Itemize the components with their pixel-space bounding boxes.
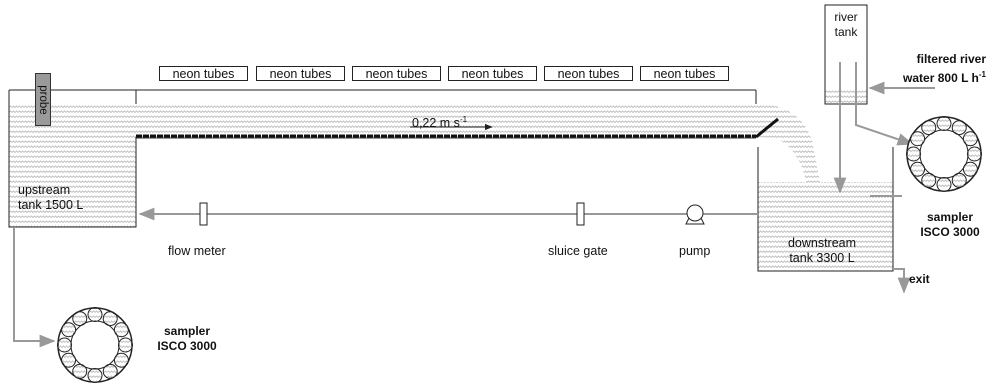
flume-water	[136, 104, 756, 137]
sampler-right-bottle	[910, 161, 926, 177]
pump-label: pump	[679, 244, 711, 258]
probe: probe	[35, 73, 51, 126]
river-line2: tank	[834, 25, 858, 39]
sampler-right-bottle	[906, 146, 921, 162]
neon-tube-1: neon tubes	[159, 66, 248, 81]
river-tank-outline	[824, 4, 868, 105]
sluice-gate-label: sluice gate	[548, 244, 608, 258]
neon-tube-5: neon tubes	[544, 66, 633, 81]
exit-label: exit	[909, 272, 930, 286]
upstream-to-sampler	[13, 227, 56, 348]
sampler-left-bottle	[87, 307, 103, 322]
sampler-left-label: sampler ISCO 3000	[147, 324, 227, 354]
sampler-right-bottle	[936, 177, 952, 192]
sampler-left-bottle	[72, 311, 88, 327]
sampler-right-bottle	[921, 120, 937, 136]
velocity-exp: -1	[459, 115, 468, 124]
sampler-left-bottle	[118, 337, 133, 353]
neon-tube-3: neon tubes	[352, 66, 441, 81]
sampler-left-line2: ISCO 3000	[157, 339, 217, 353]
outflow-stream	[756, 104, 820, 182]
sampler-left-bottle	[87, 368, 103, 383]
downstream-tank-label: downstream tank 3300 L	[772, 236, 872, 266]
upstream-tank-outline	[8, 90, 137, 228]
velocity-value: 0,22 m s	[412, 116, 460, 131]
sampler-left-bottle	[102, 311, 118, 327]
sampler-left-bottle	[113, 322, 129, 338]
filtered-line2-wrap: water 800 L h-1	[874, 67, 986, 86]
sampler-right-bottle	[967, 146, 982, 162]
sampler-right-line1: sampler	[926, 210, 974, 224]
sluice-gate-symbol	[576, 202, 585, 226]
sampler-right-bottle	[936, 116, 952, 131]
sampler-right-bottle	[962, 131, 978, 147]
sampler-left-bottle	[102, 363, 118, 379]
upstream-tank-label: upstream tank 1500 L	[18, 183, 83, 213]
downstream-line2: tank 3300 L	[789, 251, 855, 265]
flow-meter-label: flow meter	[168, 244, 226, 258]
sampler-right-bottle	[951, 172, 967, 188]
sampler-left-bottle	[61, 352, 77, 368]
sampler-left-carousel	[57, 307, 133, 383]
sampler-right-line2: ISCO 3000	[920, 225, 980, 239]
pump-symbol	[685, 204, 705, 225]
neon-tube-2: neon tubes	[256, 66, 345, 81]
sampler-left-bottle	[72, 363, 88, 379]
downstream-line1: downstream	[787, 236, 857, 250]
sampler-right-bottle	[951, 120, 967, 136]
filtered-line1: filtered river	[916, 52, 986, 66]
filtered-river-label: filtered river water 800 L h-1	[874, 52, 986, 86]
neon-tube-4: neon tubes	[448, 66, 537, 81]
velocity-label: 0,22 m s-1	[412, 112, 467, 131]
upstream-line1: upstream	[18, 183, 71, 197]
sampler-left-line1: sampler	[163, 324, 211, 338]
river-to-sampler	[855, 62, 914, 146]
upstream-tank-water	[9, 104, 136, 227]
upstream-line2: tank 1500 L	[18, 198, 84, 212]
sampler-right-label: sampler ISCO 3000	[908, 210, 992, 240]
sampler-left-bottle	[57, 337, 72, 353]
sampler-left-bottle	[113, 352, 129, 368]
downstream-tank-outline	[757, 147, 894, 272]
exit-line	[893, 268, 911, 294]
river-line1: river	[834, 10, 858, 24]
probe-label: probe	[37, 84, 49, 115]
river-tank-water	[825, 89, 867, 104]
neon-tube-6: neon tubes	[640, 66, 729, 81]
sampler-right-bottle	[921, 172, 937, 188]
sampler-right-carousel	[906, 116, 982, 192]
filtered-exp: -1	[978, 70, 986, 79]
sampler-right-bottle	[910, 131, 926, 147]
filtered-line2: water 800 L h	[903, 71, 979, 85]
sampler-right-bottle	[962, 161, 978, 177]
weir	[755, 117, 779, 139]
flow-meter-symbol	[199, 202, 208, 226]
river-tank-label: river tank	[825, 10, 867, 40]
sampler-left-bottle	[61, 322, 77, 338]
